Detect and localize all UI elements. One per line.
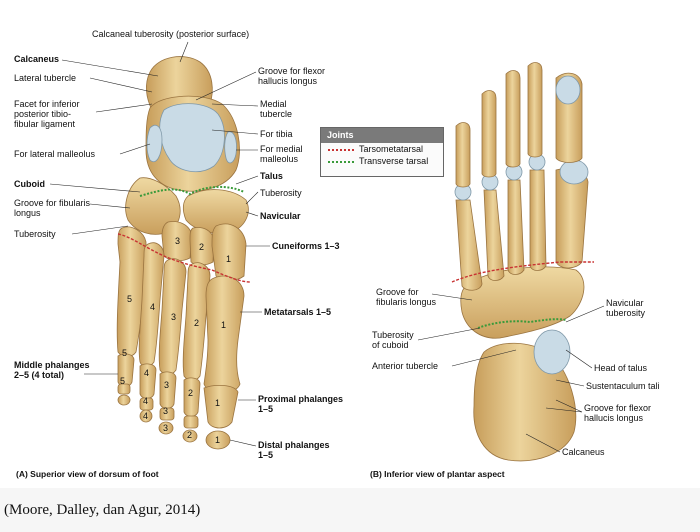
plantar-toe-5 — [455, 122, 471, 188]
distal-phalanx-5 — [117, 394, 131, 406]
plantar-toe-4 — [481, 90, 497, 178]
num-metatarsal-5: 5 — [127, 294, 133, 304]
label-proximal-phalanges: Proximal phalanges 1–5 — [258, 394, 344, 414]
legend-item-transverse-tarsal: Transverse tarsal — [321, 155, 443, 167]
num-proximal-5: 5 — [122, 348, 128, 358]
joints-legend: Joints Tarsometatarsal Transverse tarsal — [320, 127, 444, 177]
transverse-tarsal-line-a — [139, 186, 245, 197]
label-cuneiforms: Cuneiforms 1–3 — [272, 241, 340, 251]
num-proximal-3: 3 — [164, 380, 170, 390]
label-head-talus: Head of talus — [594, 363, 648, 373]
middle-phalanx-5 — [117, 383, 131, 395]
distal-phalanx-3 — [158, 421, 174, 435]
plantar-foot — [451, 62, 594, 462]
label-anterior-tubercle: Anterior tubercle — [372, 361, 439, 371]
distal-phalanx-2 — [182, 429, 198, 443]
plantar-metatarsal-4 — [483, 189, 505, 281]
title-label: Calcaneal tuberosity (posterior surface) — [92, 29, 250, 39]
medial-malleolus-facet — [224, 131, 237, 164]
num-cuneiform-2: 2 — [199, 242, 205, 252]
num-proximal-2: 2 — [188, 388, 194, 398]
plantar-talus-head — [533, 329, 571, 375]
caption-a: (A) Superior view of dorsum of foot — [16, 469, 159, 479]
plantar-metatarsal-2 — [529, 169, 547, 271]
dorsal-foot — [116, 56, 251, 450]
proximal-phalanx-3 — [159, 371, 177, 409]
leader-lines — [49, 41, 605, 453]
plantar-metatarsal-5 — [455, 199, 483, 291]
num-metatarsal-2: 2 — [194, 318, 200, 328]
proximal-phalanx-1 — [203, 384, 239, 429]
num-middle-4: 4 — [143, 396, 149, 406]
label-navicular-tuberosity: Navicular tuberosity — [606, 298, 646, 318]
label-groove-fibularis: Groove for fibularis longus — [14, 198, 91, 218]
tarsometatarsal-line-b — [451, 261, 594, 283]
caption-b: (B) Inferior view of plantar aspect — [370, 469, 505, 479]
label-groove-flexor-b: Groove for flexor hallucis longus — [584, 403, 652, 423]
num-proximal-1: 1 — [215, 398, 221, 408]
plantar-mt-head-1 — [559, 159, 589, 185]
label-facet: Facet for inferior posterior tibio- fibu… — [14, 99, 80, 129]
label-groove-flexor: Groove for flexor hallucis longus — [258, 66, 326, 86]
num-metatarsal-4: 4 — [150, 302, 156, 312]
citation: (Moore, Dalley, dan Agur, 2014) — [4, 502, 201, 518]
label-talus: Talus — [260, 171, 283, 181]
tibia-facet — [159, 103, 225, 173]
footer-band — [0, 488, 700, 532]
label-cuboid: Cuboid — [14, 179, 45, 189]
label-tuberosity-center: Tuberosity — [260, 188, 302, 198]
plantar-metatarsal-3 — [507, 179, 525, 275]
label-medial-tubercle: Medial tubercle — [260, 99, 293, 119]
legend-swatch-tarsometatarsal — [328, 149, 354, 151]
num-cuneiform-3: 3 — [175, 236, 181, 246]
label-medial-malleolus: For medial malleolus — [260, 144, 303, 164]
legend-label-transverse-tarsal: Transverse tarsal — [359, 156, 429, 166]
metatarsal-1 — [203, 275, 245, 394]
tarsometatarsal-line-a — [117, 233, 251, 283]
middle-phalanx-2 — [183, 415, 199, 429]
label-lateral-malleolus: For lateral malleolus — [14, 149, 96, 159]
legend-header: Joints — [321, 128, 443, 143]
middle-phalanx-3 — [159, 407, 175, 421]
distal-phalanx-4 — [139, 409, 153, 423]
legend-item-tarsometatarsal: Tarsometatarsal — [321, 143, 443, 155]
num-metatarsal-3: 3 — [171, 312, 177, 322]
label-calcaneus-b: Calcaneus — [562, 447, 605, 457]
transverse-tarsal-line-b — [477, 318, 567, 329]
plantar-toe-3 — [505, 70, 521, 168]
num-middle-3: 3 — [163, 406, 169, 416]
num-distal-1: 1 — [215, 435, 221, 445]
label-sustentaculum: Sustentaculum tali — [586, 381, 660, 391]
legend-label-tarsometatarsal: Tarsometatarsal — [359, 144, 424, 154]
num-metatarsal-1: 1 — [221, 320, 227, 330]
num-proximal-4: 4 — [144, 368, 150, 378]
proximal-phalanx-4 — [139, 363, 157, 399]
num-distal-3: 3 — [163, 423, 169, 433]
label-distal-phalanges: Distal phalanges 1–5 — [258, 440, 330, 460]
num-distal-4: 4 — [143, 411, 149, 421]
legend-swatch-transverse-tarsal — [328, 161, 354, 163]
plantar-toe-2 — [527, 62, 543, 158]
label-for-tibia: For tibia — [260, 129, 293, 139]
label-calcaneus: Calcaneus — [14, 54, 60, 64]
label-middle-phalanges: Middle phalanges 2–5 (4 total) — [14, 360, 90, 380]
num-cuneiform-1: 1 — [226, 254, 232, 264]
label-metatarsals: Metatarsals 1–5 — [264, 307, 332, 317]
label-groove-fibularis-b: Groove for fibularis longus — [376, 287, 437, 307]
proximal-phalanx-2 — [183, 377, 201, 417]
label-lateral-tubercle: Lateral tubercle — [14, 73, 77, 83]
num-distal-2: 2 — [187, 430, 193, 440]
label-tuberosity-cuboid: Tuberosity of cuboid — [372, 330, 414, 350]
num-middle-5: 5 — [120, 376, 126, 386]
label-navicular: Navicular — [260, 211, 301, 221]
plantar-toe-1-tip — [555, 75, 581, 105]
label-tuberosity-left: Tuberosity — [14, 229, 56, 239]
